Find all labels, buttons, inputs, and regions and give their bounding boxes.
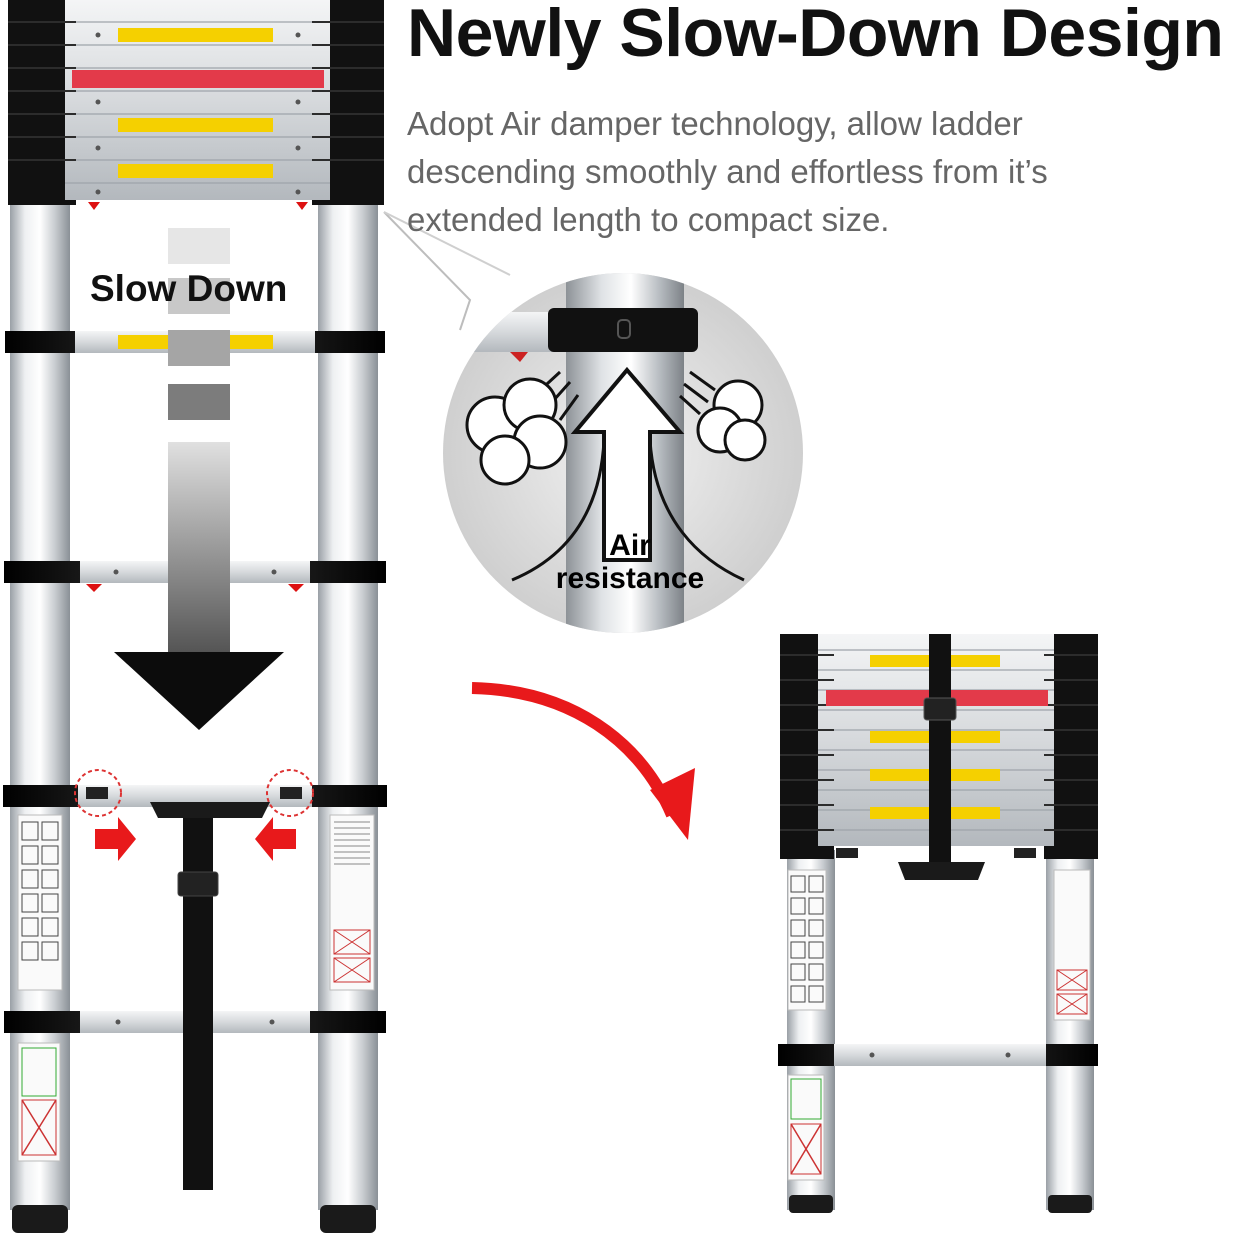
compact-ladder: [778, 634, 1098, 1213]
air-damper-closeup: [443, 273, 803, 633]
stacked-rungs-top: [8, 0, 384, 210]
red-curve-arrow: [471, 682, 678, 818]
description-text: Adopt Air damper technology, allow ladde…: [407, 105, 1048, 238]
extended-ladder: [3, 0, 387, 1233]
slow-down-label: Slow Down: [90, 268, 288, 309]
air-label-line1: Air: [609, 529, 651, 562]
page-title: Newly Slow-Down Design: [407, 0, 1224, 71]
air-label-line2: resistance: [556, 562, 704, 595]
